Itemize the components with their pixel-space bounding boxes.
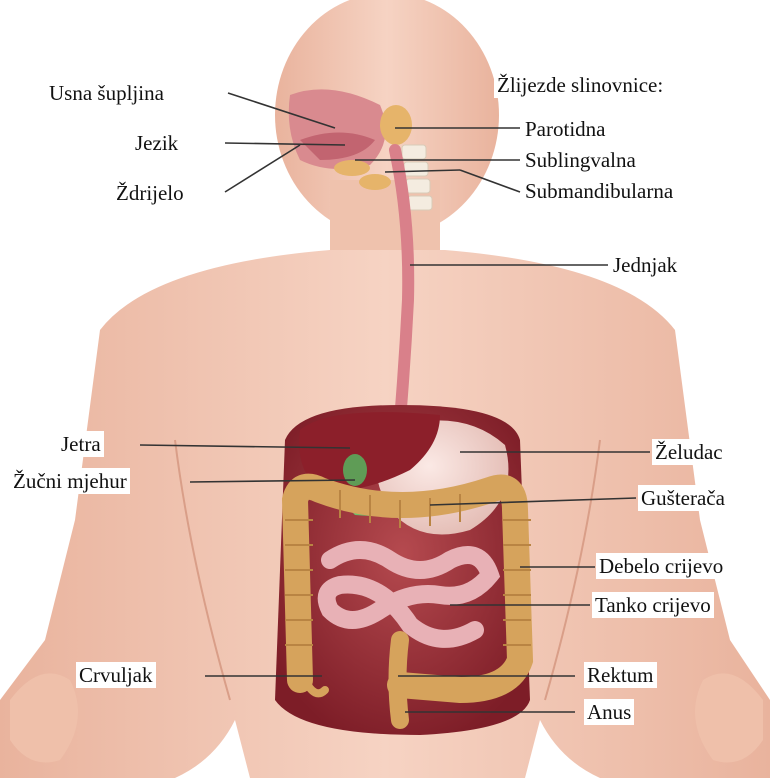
parotid-gland-shape	[380, 105, 412, 145]
rectum-shape	[398, 640, 401, 720]
label-crvuljak: Crvuljak	[76, 662, 156, 688]
label-gusteraca: Gušterača	[638, 485, 728, 511]
sublingual-gland-shape	[334, 160, 370, 176]
label-zeludac: Želudac	[652, 439, 726, 465]
label-rektum: Rektum	[584, 662, 657, 688]
label-zucni-mjehur: Žučni mjehur	[10, 468, 130, 494]
label-zlijezde-slinovnice: Žlijezde slinovnice:	[494, 72, 666, 98]
label-sublingvalna: Sublingvalna	[522, 147, 639, 173]
label-jetra: Jetra	[58, 431, 104, 457]
label-jezik: Jezik	[132, 130, 181, 156]
label-usna-supljina: Usna šupljina	[46, 80, 167, 106]
label-tanko-crijevo: Tanko crijevo	[592, 592, 714, 618]
label-debelo-crijevo: Debelo crijevo	[596, 553, 726, 579]
label-submandibularna: Submandibularna	[522, 178, 676, 204]
label-anus: Anus	[584, 699, 634, 725]
submandibular-gland-shape	[359, 174, 391, 190]
label-parotidna: Parotidna	[522, 116, 608, 142]
label-zdrijelo: Ždrijelo	[113, 180, 187, 206]
label-jednjak: Jednjak	[610, 252, 680, 278]
gallbladder-shape	[343, 454, 367, 486]
